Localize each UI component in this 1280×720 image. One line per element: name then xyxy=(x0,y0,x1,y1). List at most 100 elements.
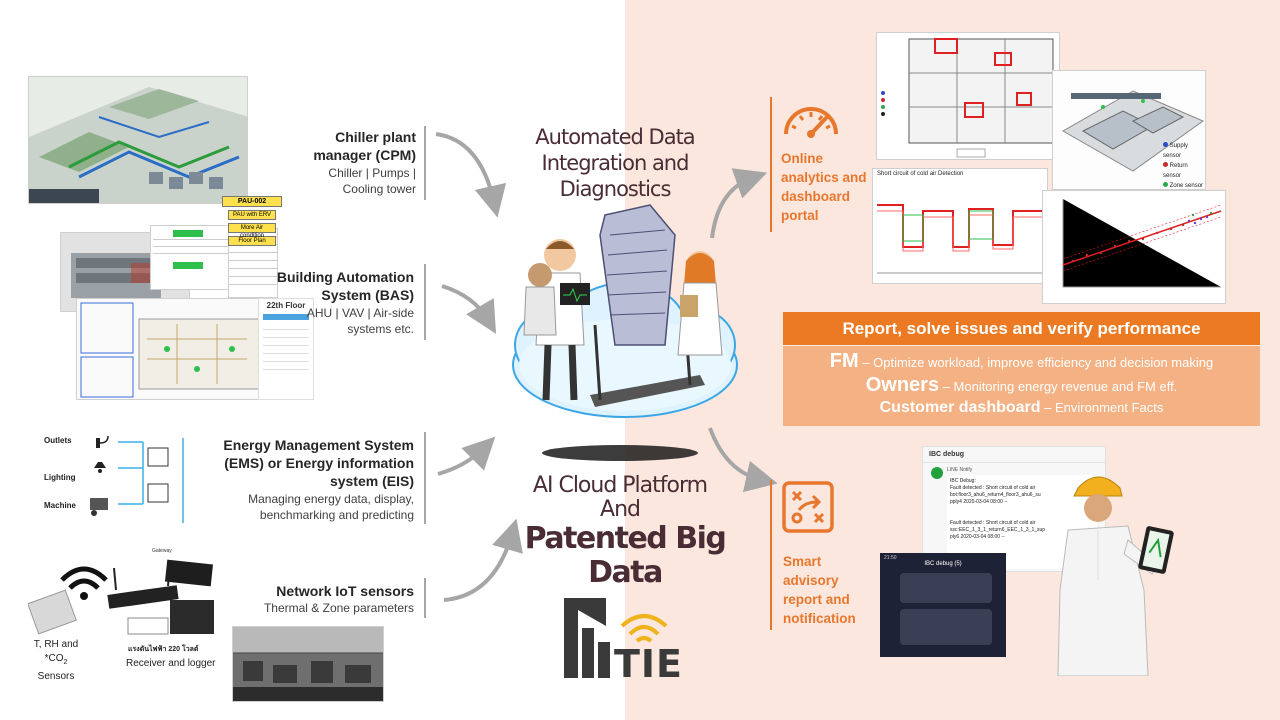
smart-line-4: notification xyxy=(783,611,856,626)
chat-sender: LINE Notify xyxy=(947,467,973,473)
sensors-line-3: Sensors xyxy=(37,671,75,682)
strategy-board-icon xyxy=(782,481,834,533)
fm-bold: FM xyxy=(829,350,859,372)
chat-msg-1d: pply4 2020-03-04 08:00 -- xyxy=(950,499,1008,505)
center-top-line-3: Diagnostics xyxy=(559,177,672,201)
cpm-arrow xyxy=(435,132,507,218)
pau-tag: PAU with ERV xyxy=(228,210,276,220)
phone-bubble-2 xyxy=(900,609,992,645)
legend-return: Return sensor xyxy=(1163,161,1205,181)
ems-diagram: Outlets Lighting Machine xyxy=(28,428,198,528)
ems-sub-line-1: Managing energy data, display, xyxy=(248,492,414,506)
center-big-line-2: Data xyxy=(588,555,663,590)
cpm-title-line-2: manager (CPM) xyxy=(313,147,416,163)
lamp-icon xyxy=(94,462,106,473)
phone-chat-title: IBC debug (5) xyxy=(924,561,962,567)
machine-label: Machine xyxy=(44,501,77,510)
cpm-separator xyxy=(424,126,426,200)
chat-avatar xyxy=(931,467,943,479)
online-line-4: portal xyxy=(781,208,819,223)
outlets-label: Outlets xyxy=(44,436,72,445)
legend-supply: Supply sensor xyxy=(1163,141,1205,161)
owners-line: Owners – Monitoring energy revenue and F… xyxy=(783,374,1260,397)
smart-line-2: advisory xyxy=(783,573,839,588)
online-line-3: dashboard xyxy=(781,189,851,204)
report-details: FM – Optimize workload, improve efficien… xyxy=(783,346,1260,426)
phone-bubble-1 xyxy=(900,573,992,603)
thai-voltage-label: แรงดันไฟฟ้า 220 โวลต์ xyxy=(128,646,199,653)
report-banner: Report, solve issues and verify performa… xyxy=(783,312,1260,345)
pau-tag-list: PAU-002 PAU with ERV More Air condition … xyxy=(222,196,282,246)
tie-logo: TIE xyxy=(562,596,690,686)
center-big-title: Patented Big Data xyxy=(520,522,730,590)
pau-tag: More Air condition xyxy=(228,223,276,239)
center-top-line-2: Integration and xyxy=(541,151,690,175)
legend-zone-label: Zone sensor xyxy=(1169,183,1204,189)
machine-icon xyxy=(90,498,108,516)
logger-icon xyxy=(170,600,214,634)
fm-line: FM – Optimize workload, improve efficien… xyxy=(783,350,1260,373)
bas-label-block: Building Automation System (BAS) AHU | V… xyxy=(262,268,414,337)
chat-msg-2a: Fault detected : Short circuit of cold a… xyxy=(950,520,1036,526)
ems-title-line-2: (EMS) or Energy information xyxy=(224,455,414,471)
iot-title: Network IoT sensors xyxy=(276,583,414,599)
bas-sub-line-1: AHU | VAV | Air-side xyxy=(306,306,414,320)
co2-subscript: 2 xyxy=(63,659,68,666)
bas-sub-line-2: systems etc. xyxy=(347,322,414,336)
customer-text: – Environment Facts xyxy=(1040,400,1164,415)
floor-label: 22th Floor xyxy=(266,301,306,310)
cpm-title-line-1: Chiller plant xyxy=(335,129,416,145)
logger-label: Receiver and logger xyxy=(126,658,216,669)
wifi-signal-icon xyxy=(620,614,668,643)
online-arrow xyxy=(710,168,768,239)
pau-tag: Floor Plan xyxy=(228,236,276,246)
iot-arrow xyxy=(443,518,523,602)
chat-msg-1b: Fault detected : Short circuit of cold a… xyxy=(950,485,1036,491)
input-arrows xyxy=(435,132,523,602)
iot-sensors-diagram: Gateway แรงดันไฟฟ้า 220 โวลต์ T, RH and … xyxy=(28,548,228,683)
online-separator xyxy=(770,97,772,232)
tie-logo-text: TIE xyxy=(614,642,684,686)
smart-separator xyxy=(770,480,772,630)
sensors-label: T, RH and *CO2 Sensors xyxy=(30,638,82,684)
iot-label-block: Network IoT sensors Thermal & Zone param… xyxy=(240,582,414,616)
iot-separator xyxy=(424,578,426,618)
ems-label-block: Energy Management System (EMS) or Energy… xyxy=(200,436,414,523)
chat-msg-2b: ssc:EEC_1_3_1_return6_EEC_1_3_1_sup xyxy=(950,527,1046,533)
wifi-icon xyxy=(60,566,108,600)
center-top-title: Automated Data Integration and Diagnosti… xyxy=(530,124,700,202)
gateway-icon xyxy=(164,559,214,587)
bas-arrow xyxy=(441,284,497,334)
smart-line-1: Smart xyxy=(783,554,822,569)
chiller-plant-illustration xyxy=(29,77,247,203)
customer-line: Customer dashboard – Environment Facts xyxy=(783,399,1260,417)
center-mid-line-1: AI Cloud Platform xyxy=(532,473,708,498)
fm-text: – Optimize workload, improve efficiency … xyxy=(858,355,1214,370)
plug-icon xyxy=(96,435,109,448)
floor-plan-analytics-screenshot xyxy=(876,32,1060,160)
gauge-icon xyxy=(784,107,838,138)
cpm-sub-line-2: Cooling tower xyxy=(342,182,416,196)
bas-title-line-1: Building Automation xyxy=(276,269,414,285)
lighting-label: Lighting xyxy=(44,473,76,482)
sensors-line-1: T, RH and xyxy=(33,639,79,650)
output-arrows xyxy=(708,168,778,493)
owners-bold: Owners xyxy=(865,374,940,396)
center-big-line-1: Patented Big xyxy=(524,521,727,556)
pau-tag: PAU-002 xyxy=(222,196,282,207)
smart-line-3: report and xyxy=(783,592,850,607)
ems-title-line-1: Energy Management System xyxy=(223,437,414,453)
gateway-label: Gateway xyxy=(152,548,172,554)
co2-text: *CO xyxy=(44,653,64,664)
chat-msg-1a: IBC Debug: xyxy=(950,478,976,484)
online-line-2: analytics and xyxy=(781,170,867,185)
center-mid-line-2: And xyxy=(600,497,641,522)
detection-chart-title: Short circuit of cold air Detection xyxy=(877,171,964,177)
online-line-1: Online xyxy=(781,151,824,166)
ems-title-line-3: system (EIS) xyxy=(329,473,414,489)
cloud-diagnostics-illustration xyxy=(500,195,750,465)
smart-arrow xyxy=(708,427,778,493)
cpm-sub-line-1: Chiller | Pumps | xyxy=(328,166,416,180)
engineer-with-tablet-illustration xyxy=(1048,470,1178,677)
phone-chat-screenshot: 21:50 IBC debug (5) xyxy=(880,553,1006,657)
